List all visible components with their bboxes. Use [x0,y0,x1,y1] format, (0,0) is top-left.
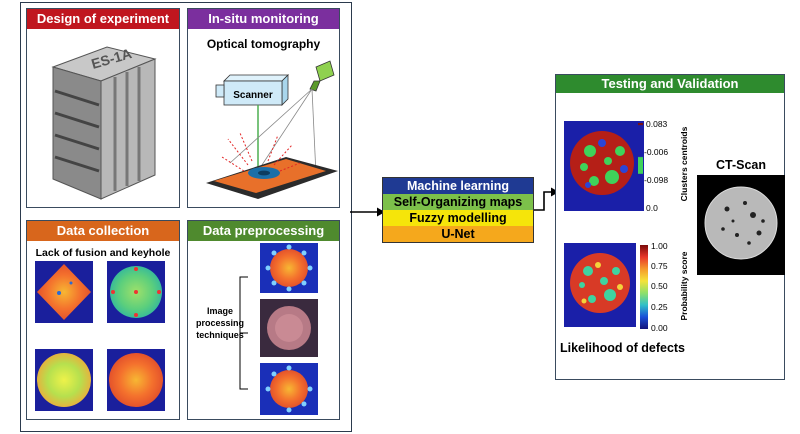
preprocessing-images [239,243,318,415]
scanner-icon [215,74,289,106]
probability-colorbar [640,245,648,329]
cluster-tick-3: -0.098 [644,175,669,185]
cluster-tick-2: -0.006 [644,147,669,157]
prob-tick-1: 1.00 [651,241,668,251]
lack-of-fusion-label: Lack of fusion and keyhole [35,247,171,259]
scanner-label: Scanner [233,90,273,101]
ct-scan-image [697,175,785,275]
ml-row-machine-learning: Machine learning [383,178,533,194]
design-header: Design of experiment [27,9,179,29]
collection-header: Data collection [27,221,179,241]
testing-header: Testing and Validation [556,75,784,93]
optical-tomography-setup: Scanner [206,60,338,199]
prob-tick-2: 0.75 [651,261,668,271]
probability-map [564,243,636,327]
prob-tick-5: 0.00 [651,323,668,333]
collection-panel: Data collection Lack of fusion and keyho… [26,220,180,420]
prob-axis-label: Probability score [679,251,689,321]
ml-row-som: Self-Organizing maps [383,194,533,210]
process-bracket [239,276,248,390]
cluster-axis-label: Clusters centroids [679,126,689,202]
cluster-colorbar [638,123,643,207]
image-processing-line-3: techniques [196,330,244,340]
insitu-panel: In-situ monitoring Optical tomography Sc… [187,8,340,208]
ml-row-fuzzy: Fuzzy modelling [383,210,533,226]
design-panel: Design of experiment ES-1A [26,8,180,208]
likelihood-label: Likelihood of defects [560,341,686,355]
image-processing-line-1: Image [206,306,233,316]
preprocessing-panel: Data preprocessing Image processing tech… [187,220,340,420]
camera-icon [309,60,335,92]
testing-panel: Testing and Validation 0.083 -0.006 -0.0… [555,74,785,380]
image-processing-label: Image processing techniques [192,305,248,341]
ml-box: Machine learning Self-Organizing maps Fu… [382,177,534,243]
cluster-tick-4: 0.0 [646,203,658,213]
ct-scan-label: CT-Scan [715,158,766,172]
prob-tick-4: 0.25 [651,302,668,312]
arrow-to-ml [350,207,385,217]
preprocessing-header: Data preprocessing [188,221,339,241]
collection-heatmaps [35,261,165,411]
prob-tick-3: 0.50 [651,281,668,291]
image-processing-line-2: processing [195,318,244,328]
ml-row-unet: U-Net [383,226,533,242]
cluster-tick-1: 0.083 [646,119,668,129]
optical-tomography-label: Optical tomography [206,37,321,51]
printed-part-illustration: ES-1A [51,45,157,200]
insitu-header: In-situ monitoring [188,9,339,29]
cluster-map [564,121,644,211]
